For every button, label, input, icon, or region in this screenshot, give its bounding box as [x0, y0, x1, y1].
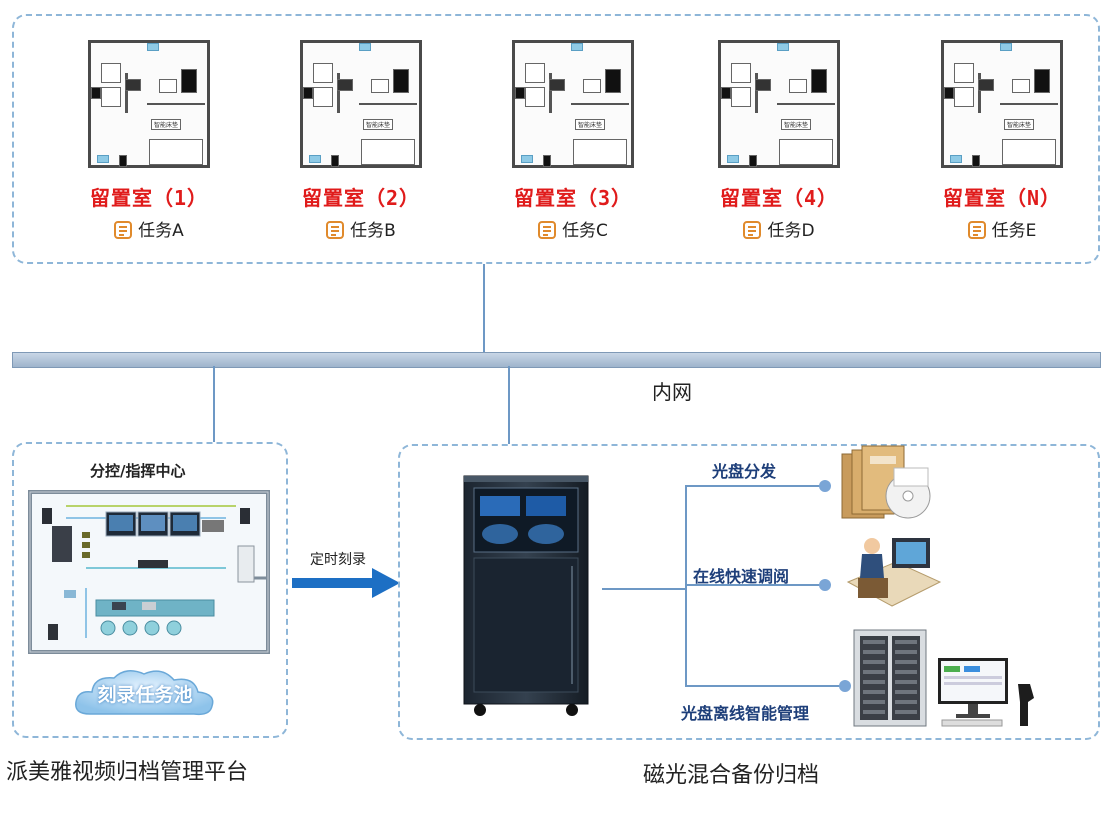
disc-library-cabinet: [853, 629, 927, 727]
control-center-group: [12, 442, 288, 738]
plan-bed-label: 智能床垫: [151, 119, 182, 130]
plan-bed-label: 智能床垫: [1004, 119, 1035, 130]
plan-bed-label: 智能床垫: [363, 119, 394, 130]
feature-online-access: 在线快速调阅: [693, 567, 790, 586]
branch-offline-node: [839, 680, 851, 692]
task-pool-cloud-icon: [75, 670, 214, 716]
room-card: 智能床垫 留置室（1） 任务A: [88, 40, 210, 241]
archive-folder-disc-icon: [841, 445, 931, 519]
intranet-bus: [12, 352, 1101, 368]
rooms-uplink: [483, 264, 485, 352]
branch-online-node: [819, 579, 831, 591]
room-task-label: 任务A: [138, 221, 184, 241]
monitor-scanner-icon: [938, 658, 1034, 727]
feature-distribution: 光盘分发: [712, 462, 777, 481]
room-task: 任务E: [911, 216, 1093, 241]
operator-workstation-icon: [846, 538, 942, 607]
branch-offline: [685, 685, 845, 687]
branch-online: [685, 584, 825, 586]
intranet-label: 内网: [652, 380, 692, 404]
server-cabinet: [463, 475, 589, 716]
burn-schedule-label: 定时刻录: [310, 552, 366, 568]
room-card: 智能床垫 留置室（4） 任务D: [718, 40, 840, 241]
rooms-group: [12, 14, 1100, 264]
room-task: 任务C: [482, 216, 664, 241]
room-card: 智能床垫 留置室（2） 任务B: [300, 40, 422, 241]
task-doc-icon: [538, 221, 557, 239]
task-doc-icon: [743, 221, 762, 239]
task-pool-label: 刻录任务池: [97, 684, 193, 706]
plan-bed-label: 智能床垫: [781, 119, 812, 130]
task-doc-icon: [967, 221, 986, 239]
room-card: 智能床垫 留置室（3） 任务C: [512, 40, 634, 241]
branch-distribution: [685, 485, 825, 487]
room-task: 任务D: [688, 216, 870, 241]
room-floor-plan: 智能床垫: [88, 40, 210, 168]
feature-offline-management: 光盘离线智能管理: [681, 704, 810, 723]
task-doc-icon: [114, 221, 133, 239]
room-task-label: 任务E: [991, 221, 1037, 241]
room-title: 留置室（1）: [89, 186, 209, 210]
archive-caption: 磁光混合备份归档: [643, 763, 820, 788]
archive-group: [398, 444, 1100, 740]
room-task-label: 任务C: [562, 221, 608, 241]
room-task-label: 任务D: [767, 221, 815, 241]
control-center-title: 分控/指挥中心: [90, 462, 186, 480]
cabinet-link: [602, 588, 686, 590]
branch-distribution-node: [819, 480, 831, 492]
room-task: 任务B: [270, 216, 452, 241]
room-floor-plan: 智能床垫: [512, 40, 634, 168]
room-card: 智能床垫 留置室（N） 任务E: [941, 40, 1063, 241]
left-downlink: [213, 366, 215, 442]
plan-bed-label: 智能床垫: [575, 119, 606, 130]
burn-arrow-icon: [292, 568, 400, 598]
room-title: 留置室（2）: [301, 186, 421, 210]
control-center-illustration: [28, 490, 270, 654]
room-title: 留置室（4）: [719, 186, 839, 210]
room-floor-plan: 智能床垫: [300, 40, 422, 168]
room-title: 留置室（3）: [513, 186, 633, 210]
room-floor-plan: 智能床垫: [941, 40, 1063, 168]
room-title: 留置室（N）: [942, 186, 1062, 210]
platform-caption: 派美雅视频归档管理平台: [6, 760, 249, 785]
room-task-label: 任务B: [350, 221, 396, 241]
room-task: 任务A: [58, 216, 240, 241]
room-floor-plan: 智能床垫: [718, 40, 840, 168]
task-doc-icon: [326, 221, 345, 239]
right-downlink: [508, 366, 510, 444]
